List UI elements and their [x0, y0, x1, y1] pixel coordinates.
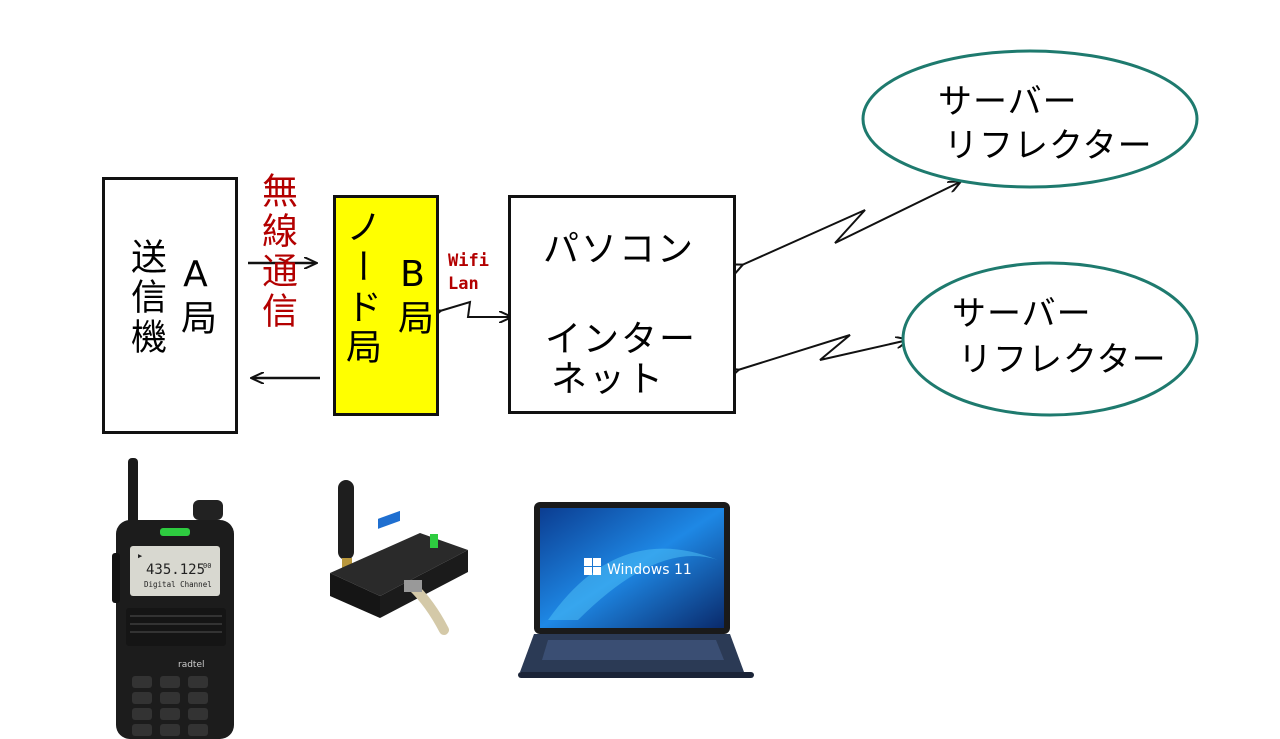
node-station-label: ノード局 [340, 208, 381, 368]
svg-text:▶: ▶ [138, 552, 143, 560]
pc-internet-box: パソコン インター ネット [508, 195, 736, 414]
svg-text:Digital Channel: Digital Channel [144, 580, 212, 589]
wifi-lan-label: Wifi Lan [448, 251, 489, 294]
pc-label: パソコン [543, 229, 696, 270]
link-b-pc [440, 300, 511, 317]
laptop-image: Windows 11 [518, 502, 754, 678]
svg-text:00: 00 [203, 562, 211, 570]
station-b-node-box: ノード局 B局 [333, 195, 439, 416]
reflector-1-label: リフレクター [944, 126, 1153, 166]
internet-label-line2: ネット [551, 359, 666, 400]
radio-frequency-text: 435.125 [146, 562, 205, 578]
server-2-label: サーバー [952, 294, 1092, 334]
server-1-label: サーバー [938, 82, 1078, 122]
station-a-label: A局 [175, 254, 216, 339]
node-device-image [330, 480, 468, 635]
reflector-2-label: リフレクター [958, 340, 1167, 380]
internet-label-line1: インター [545, 319, 698, 360]
windows-logo-text: Windows 11 [607, 562, 692, 578]
link-pc-server2 [738, 334, 908, 370]
link-pc-server1 [742, 182, 960, 265]
station-a-box: 送信機 A局 [102, 177, 238, 434]
handheld-radio-image: ▶ 435.125 00 Digital Channel radtel [112, 458, 234, 739]
radio-brand-text: radtel [178, 660, 205, 670]
station-a-transmitter-label: 送信機 [125, 238, 166, 358]
server-ellipse-1 [861, 49, 1199, 189]
server-ellipse-2 [901, 261, 1199, 417]
station-b-label: B局 [392, 254, 433, 339]
wireless-comm-label: 無線通信 [256, 172, 297, 332]
